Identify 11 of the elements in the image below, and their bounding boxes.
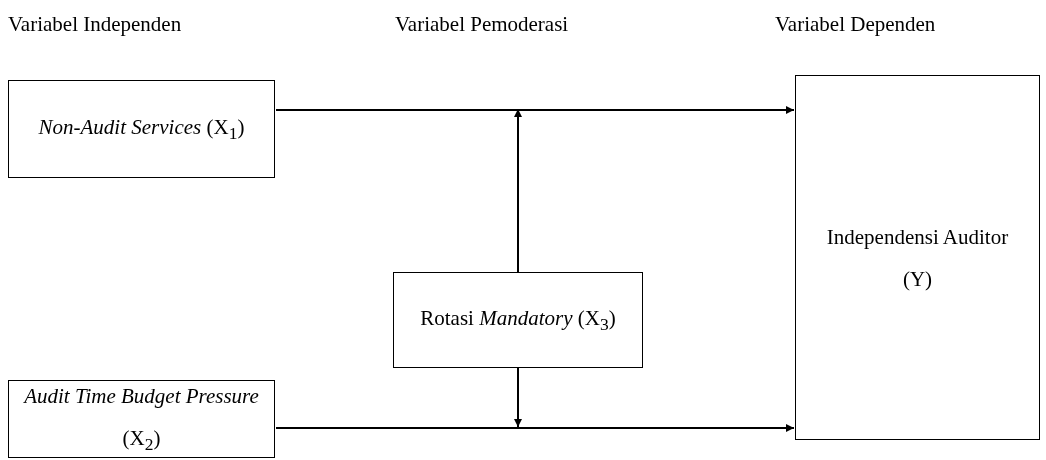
- arrow: [514, 108, 522, 273]
- arrow: [275, 424, 795, 432]
- independent-variable-box: Audit Time Budget Pressure (X$_{2}$): [8, 380, 275, 458]
- moderator-variable-box: Rotasi Mandatory (X$_{3}$): [393, 272, 643, 368]
- independent-variable-box: Non-Audit Services (X$_{1}$): [8, 80, 275, 178]
- column-heading: Variabel Dependen: [775, 12, 936, 37]
- column-heading: Variabel Pemoderasi: [395, 12, 569, 37]
- column-heading: Variabel Independen: [8, 12, 182, 37]
- arrow: [275, 106, 795, 114]
- arrow: [514, 367, 522, 428]
- dependent-variable-box: Independensi Auditor (Y): [795, 75, 1040, 440]
